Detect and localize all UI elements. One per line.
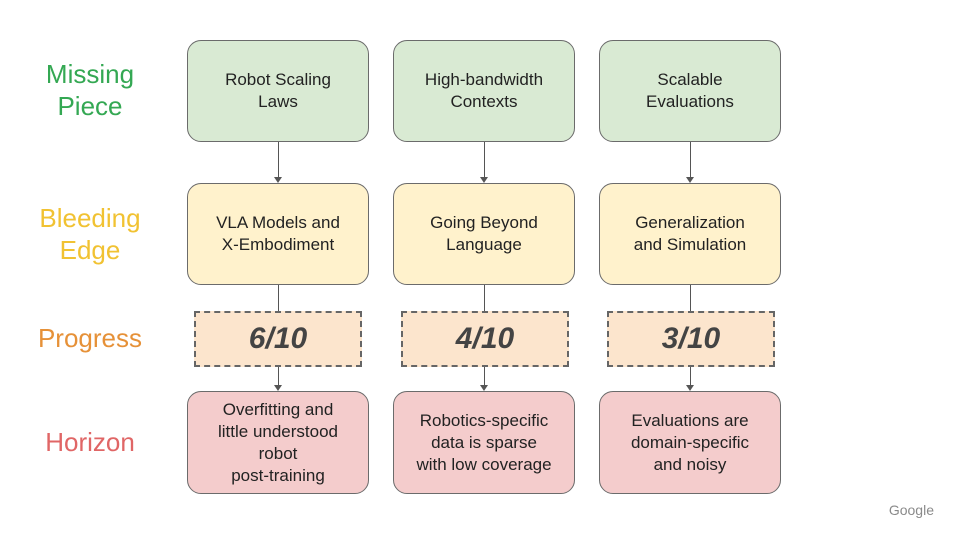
missing-piece-text-2: High-bandwidth Contexts [424, 70, 544, 111]
arrow-head-icon [480, 177, 488, 183]
bleeding-edge-text-1: VLA Models and X-Embodiment [216, 213, 340, 254]
connector-line [690, 142, 691, 177]
arrow-head-icon [686, 177, 694, 183]
bleeding-edge-box-2: Going Beyond Language [393, 183, 575, 285]
missing-piece-text-3: Scalable Evaluations [646, 70, 734, 111]
connector-line [484, 367, 485, 385]
horizon-box-3: Evaluations are domain-specific and nois… [599, 391, 781, 494]
connector-line [278, 142, 279, 177]
connector-line [278, 367, 279, 385]
connector-line [484, 142, 485, 177]
missing-piece-box-2: High-bandwidth Contexts [393, 40, 575, 142]
bleeding-edge-text-2: Going Beyond Language [430, 213, 538, 254]
progress-value-3: 3/10 [661, 322, 721, 355]
progress-value-1: 6/10 [248, 322, 308, 355]
row-label-horizon: Horizon [45, 427, 135, 457]
progress-box-2: 4/10 [401, 311, 569, 367]
missing-piece-box-3: Scalable Evaluations [599, 40, 781, 142]
horizon-text-2: Robotics-specific data is sparse with lo… [416, 410, 552, 474]
connector-line [278, 285, 279, 311]
connector-line [690, 285, 691, 311]
bleeding-edge-box-1: VLA Models and X-Embodiment [187, 183, 369, 285]
progress-box-3: 3/10 [607, 311, 775, 367]
arrow-head-icon [480, 385, 488, 391]
row-label-missing-piece: Missing Piece [45, 59, 135, 121]
horizon-text-1: Overfitting and little understood robot … [217, 399, 339, 485]
progress-value-2: 4/10 [455, 322, 515, 355]
bleeding-edge-box-3: Generalization and Simulation [599, 183, 781, 285]
missing-piece-text-1: Robot Scaling Laws [225, 70, 331, 111]
horizon-box-2: Robotics-specific data is sparse with lo… [393, 391, 575, 494]
bleeding-edge-text-3: Generalization and Simulation [633, 213, 747, 254]
arrow-head-icon [274, 177, 282, 183]
row-label-progress: Progress [37, 323, 143, 353]
horizon-text-3: Evaluations are domain-specific and nois… [630, 410, 750, 474]
horizon-box-1: Overfitting and little understood robot … [187, 391, 369, 494]
missing-piece-box-1: Robot Scaling Laws [187, 40, 369, 142]
arrow-head-icon [686, 385, 694, 391]
connector-line [690, 367, 691, 385]
row-label-bleeding-edge: Bleeding Edge [39, 203, 141, 265]
progress-box-1: 6/10 [194, 311, 362, 367]
arrow-head-icon [274, 385, 282, 391]
connector-line [484, 285, 485, 311]
google-logo: Google [888, 502, 934, 518]
